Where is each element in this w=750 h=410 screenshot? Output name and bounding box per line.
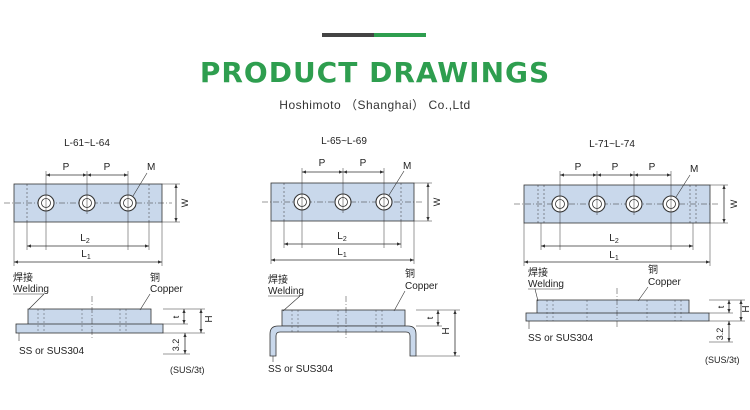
svg-text:L2: L2 <box>609 233 619 245</box>
welding-label-en: Welding <box>528 279 564 290</box>
svg-text:L1: L1 <box>337 247 347 259</box>
copper-label-cn: 铜 <box>648 264 658 276</box>
dim-w-label: W <box>432 197 442 206</box>
thread-m-label: M <box>147 162 155 173</box>
dim-w-label: W <box>729 199 739 208</box>
drawing-l65-l69: L-65~L-69 P P M W L2 L1 <box>262 136 460 375</box>
welding-label-en: Welding <box>13 284 49 295</box>
copper-label-en: Copper <box>405 281 438 292</box>
dim-p-label: P <box>104 162 111 173</box>
dim-l2-label: L <box>609 233 615 244</box>
material-note: (SUS/3t) <box>705 355 740 365</box>
welding-label-cn: 焊接 <box>528 266 548 279</box>
steel-label: SS or SUS304 <box>528 333 593 344</box>
drawing-l71-l74: L-71~L-74 P P P M W L2 L1 <box>514 139 750 365</box>
company-subtitle: Hoshimoto （Shanghai） Co.,Ltd <box>279 98 471 112</box>
thread-m-label: M <box>403 161 411 172</box>
steel-label: SS or SUS304 <box>19 346 84 357</box>
thread-m-label: M <box>690 164 698 175</box>
material-note: (SUS/3t) <box>170 365 205 375</box>
dim-p-label: P <box>319 158 326 169</box>
dim-l2-sub: 2 <box>615 238 619 245</box>
series-label: L-65~L-69 <box>321 136 367 147</box>
dim-p-label: P <box>575 162 582 173</box>
steel-base-side-view <box>269 325 417 357</box>
dim-l2-label: L <box>337 231 343 242</box>
copper-side-view <box>281 309 406 327</box>
drawing-l61-l64: L-61~L-64 P P M W L2 L1 <box>4 138 215 375</box>
dim-l2-sub: 2 <box>86 238 90 245</box>
welding-label-en: Welding <box>268 286 304 297</box>
svg-text:L1: L1 <box>81 249 91 261</box>
dim-t-label: t <box>716 305 726 308</box>
dim-l1-label: L <box>81 249 87 260</box>
dim-p-label: P <box>360 158 367 169</box>
dim-l2-sub: 2 <box>343 236 347 243</box>
copper-label-cn: 铜 <box>405 268 415 280</box>
dim-p-label: P <box>612 162 619 173</box>
dim-l1-sub: 1 <box>87 254 91 261</box>
series-label: L-71~L-74 <box>589 139 635 150</box>
copper-label-en: Copper <box>150 284 183 295</box>
dim-t-label: t <box>425 316 435 319</box>
dim-l2-label: L <box>80 233 86 244</box>
series-label: L-61~L-64 <box>64 138 110 149</box>
copper-label-en: Copper <box>648 277 681 288</box>
accent-bar-dark <box>322 33 374 37</box>
steel-base-side-view <box>525 312 710 322</box>
steel-base-side-view <box>15 323 164 334</box>
page-title: PRODUCT DRAWINGS <box>199 56 551 89</box>
accent-bar-green <box>374 33 426 37</box>
dim-h-label: H <box>441 327 452 334</box>
dim-3-2-label: 3.2 <box>715 328 725 341</box>
dim-t-label: t <box>171 315 181 318</box>
svg-text:L1: L1 <box>609 250 619 262</box>
svg-text:L2: L2 <box>337 231 347 243</box>
title-accent-bar <box>322 33 426 37</box>
copper-label-cn: 铜 <box>150 272 160 284</box>
dim-p-label: P <box>63 162 70 173</box>
dim-p-label: P <box>649 162 656 173</box>
dim-w-label: W <box>180 198 190 207</box>
dim-h-label: H <box>741 305 750 312</box>
dim-3-2-label: 3.2 <box>171 339 181 352</box>
dim-l1-label: L <box>337 247 343 258</box>
welding-label-cn: 焊接 <box>13 271 33 284</box>
dim-h-label: H <box>204 315 215 322</box>
svg-text:L2: L2 <box>80 233 90 245</box>
steel-label: SS or SUS304 <box>268 364 333 375</box>
dim-l1-label: L <box>609 250 615 261</box>
dim-l1-sub: 1 <box>343 252 347 259</box>
welding-label-cn: 焊接 <box>268 273 288 286</box>
dim-l1-sub: 1 <box>615 255 619 262</box>
copper-side-view <box>27 308 152 327</box>
